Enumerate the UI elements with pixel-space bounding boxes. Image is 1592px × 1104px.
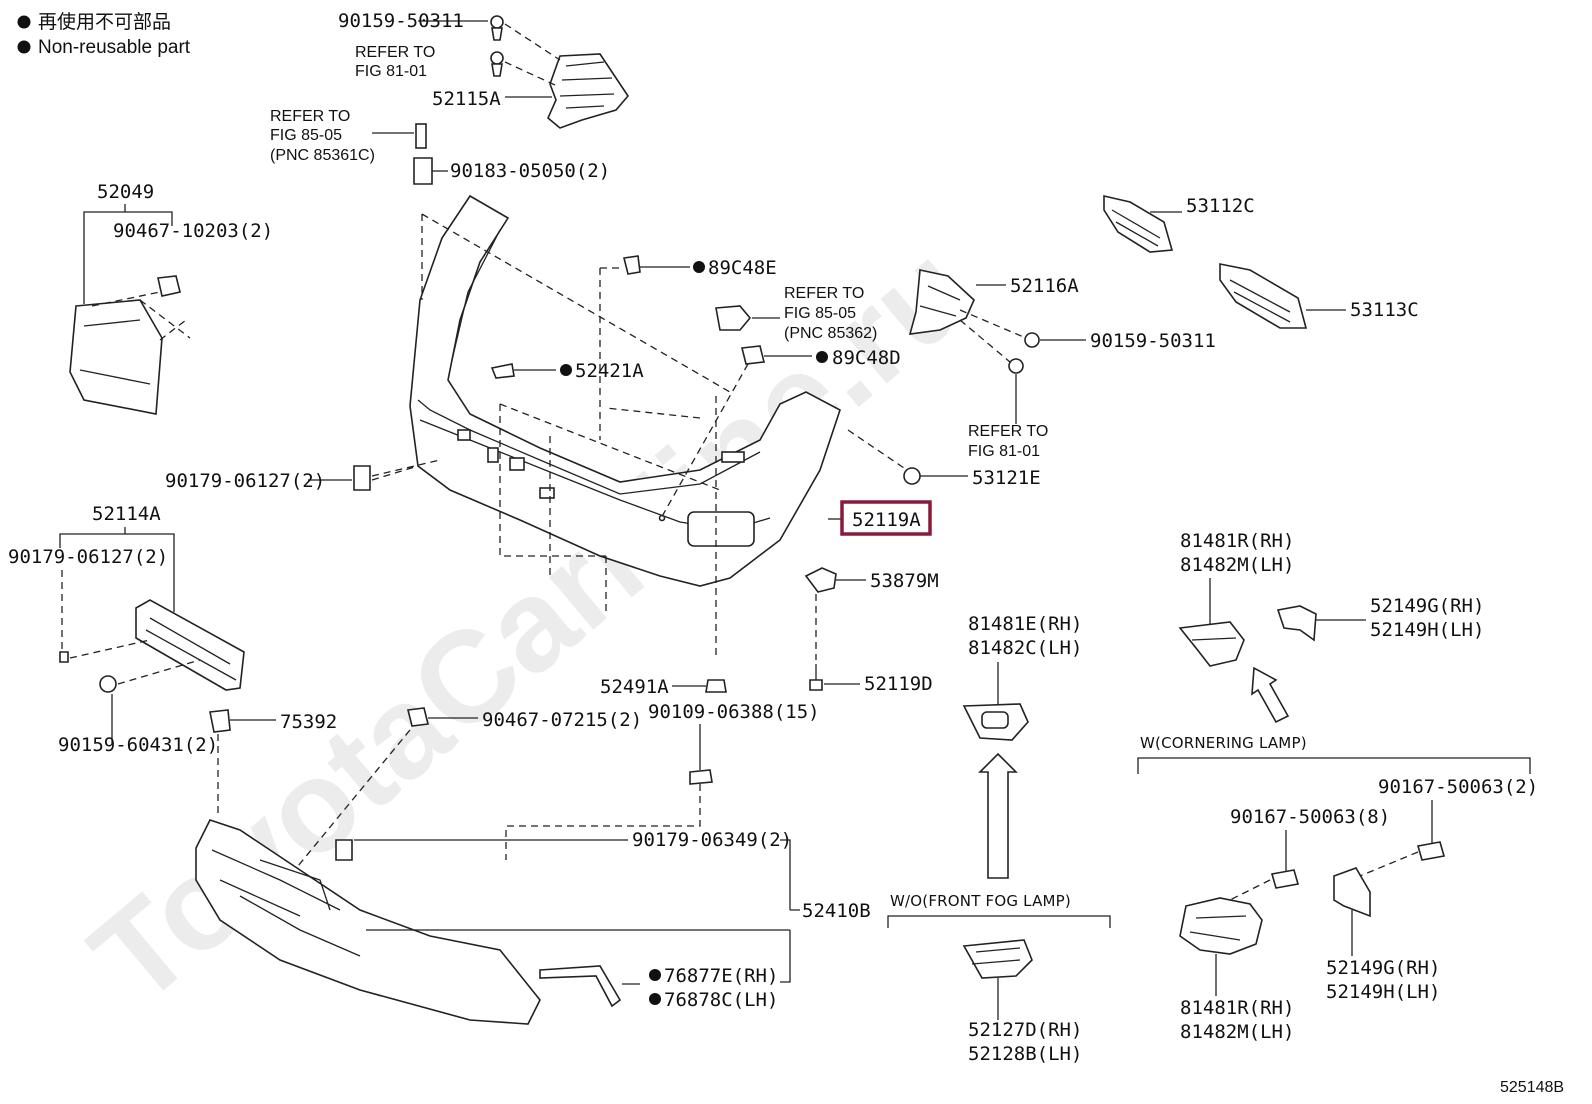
label-90179-06127-b: 90179-06127(2)	[8, 546, 168, 568]
label-52149h-bot: 52149H(LH)	[1326, 981, 1440, 1003]
legend-en: Non-reusable part	[38, 37, 191, 58]
grille-53113c	[1219, 263, 1308, 329]
label-refer-81-01-mid-a: REFER TO	[968, 423, 1048, 440]
label-52115a: 52115A	[432, 88, 501, 110]
label-90159-60431: 90159-60431(2)	[58, 734, 218, 756]
label-89c48d: 89C48D	[832, 347, 901, 369]
label-76878c: 76878C(LH)	[664, 989, 778, 1011]
label-52149g-bot: 52149G(RH)	[1326, 957, 1440, 979]
label-w-cornering-lamp: W(CORNERING LAMP)	[1140, 734, 1307, 752]
label-53112c: 53112C	[1186, 195, 1255, 217]
label-52149h-top: 52149H(LH)	[1370, 619, 1484, 641]
non-reusable-dot-icon	[693, 261, 705, 273]
label-81482m-top: 81482M(LH)	[1180, 554, 1294, 576]
non-reusable-dot-icon	[816, 351, 828, 363]
label-52149g-top: 52149G(RH)	[1370, 595, 1484, 617]
label-refer-85-05-a-c: (PNC 85361C)	[270, 147, 375, 164]
label-refer-81-01-mid-b: FIG 81-01	[968, 443, 1040, 460]
label-refer-85-05-b-a: REFER TO	[784, 285, 864, 302]
label-90109-06388: 90109-06388(15)	[648, 701, 820, 723]
label-90467-10203: 90467-10203(2)	[113, 220, 273, 242]
label-90159-50311-top: 90159-50311	[338, 10, 464, 32]
figure-id: 525148B	[1500, 1079, 1564, 1096]
lower-bumper-52410b	[195, 819, 541, 1025]
label-90179-06349: 90179-06349(2)	[632, 829, 792, 851]
label-52049: 52049	[97, 181, 154, 203]
label-75392: 75392	[280, 711, 337, 733]
grille-53112c	[1103, 194, 1174, 253]
label-90167-50063-2: 90167-50063(2)	[1378, 776, 1538, 798]
label-90183-05050: 90183-05050(2)	[450, 160, 610, 182]
label-81481r-bot: 81481R(RH)	[1180, 997, 1294, 1019]
label-refer-81-01-top-b: FIG 81-01	[355, 63, 427, 80]
up-arrow-icon	[1251, 666, 1290, 724]
label-89c48e: 89C48E	[708, 257, 777, 279]
non-reusable-dot-icon	[17, 40, 31, 54]
up-arrow-icon	[978, 752, 1018, 879]
non-reusable-dot-icon	[17, 15, 31, 29]
non-reusable-dot-icon	[649, 993, 661, 1005]
highlight-box-52119a	[840, 500, 932, 536]
reflector-52149-bot	[1333, 867, 1371, 918]
label-refer-85-05-a-b: FIG 85-05	[270, 127, 342, 144]
label-90179-06127-a: 90179-06127(2)	[165, 470, 325, 492]
fog-lamp-cover-without-fog	[962, 939, 1033, 979]
legend: 再使用不可部品 Non-reusable part	[17, 11, 191, 58]
label-81482c: 81482C(LH)	[968, 637, 1082, 659]
non-reusable-dot-icon	[649, 969, 661, 981]
label-52491a: 52491A	[600, 676, 669, 698]
label-81481e: 81481E(RH)	[968, 613, 1082, 635]
label-90167-50063-8: 90167-50063(8)	[1230, 806, 1390, 828]
label-refer-85-05-b-c: (PNC 85362)	[784, 325, 877, 342]
label-52119d: 52119D	[864, 673, 933, 695]
label-90467-07215: 90467-07215(2)	[482, 709, 642, 731]
label-52128b: 52128B(LH)	[968, 1043, 1082, 1065]
label-52114a: 52114A	[92, 503, 161, 525]
label-52116a: 52116A	[1010, 275, 1079, 297]
label-refer-85-05-a-a: REFER TO	[270, 108, 350, 125]
reflector-52149-top	[1276, 605, 1317, 642]
label-76877e: 76877E(RH)	[664, 965, 778, 987]
emblem-panel	[69, 299, 163, 415]
bracket-52115a-drawing	[490, 15, 630, 129]
cornering-lamp-housing	[1179, 897, 1263, 955]
label-refer-81-01-top-a: REFER TO	[355, 44, 435, 61]
license-bracket	[135, 599, 245, 691]
label-53121e: 53121E	[972, 467, 1041, 489]
connector-icon	[415, 123, 427, 149]
cornering-lamp-bracket-top	[1178, 621, 1245, 667]
label-53113c: 53113C	[1350, 299, 1419, 321]
label-53879m: 53879M	[870, 570, 939, 592]
label-52119a: 52119A	[852, 509, 921, 531]
label-90159-50311-mid: 90159-50311	[1090, 330, 1216, 352]
label-refer-85-05-b-b: FIG 85-05	[784, 305, 856, 322]
label-81481r-top: 81481R(RH)	[1180, 530, 1294, 552]
non-reusable-dot-icon	[560, 364, 572, 376]
label-52410b: 52410B	[802, 900, 871, 922]
label-52421a: 52421A	[575, 360, 644, 382]
label-81482m-bot: 81482M(LH)	[1180, 1021, 1294, 1043]
label-wo-front-fog-lamp: W/O(FRONT FOG LAMP)	[890, 892, 1071, 910]
legend-jp: 再使用不可部品	[38, 11, 171, 33]
label-52127d: 52127D(RH)	[968, 1019, 1082, 1041]
